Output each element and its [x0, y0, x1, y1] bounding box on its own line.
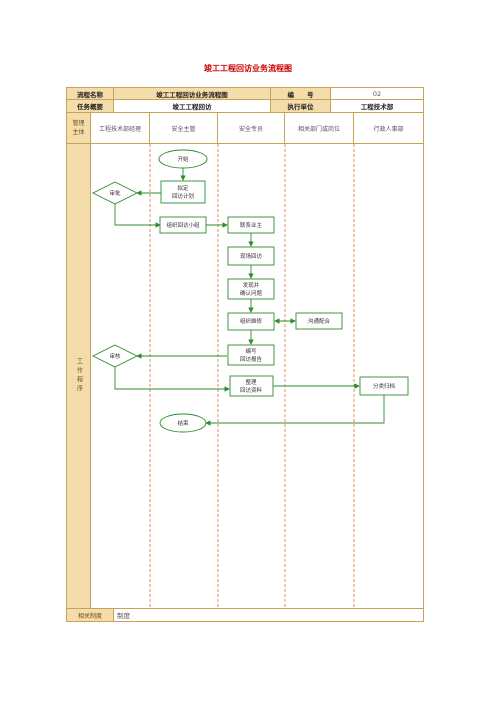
lane-header-tech-manager: 工程技术部经理	[91, 113, 150, 144]
node-find-issues-line2: 确认问题	[240, 289, 263, 297]
number-value: 02	[331, 87, 424, 100]
lane-header-safety-supervisor: 安全主管	[150, 113, 218, 144]
task-label: 任务概要	[66, 100, 114, 113]
node-draft-plan: 拟定 回访计划	[160, 180, 206, 204]
node-start-text: 开始	[177, 155, 189, 163]
work-procedure-text: 工作程序	[75, 358, 83, 394]
lane-header-hr-admin: 行政人事部	[354, 113, 424, 144]
footer-value-text: 制度	[117, 612, 130, 620]
node-organize-repair-text: 组织维修	[240, 317, 263, 325]
number-label: 编 号	[271, 87, 331, 100]
node-review-text: 审核	[109, 352, 121, 360]
node-approve: 审批	[91, 181, 139, 205]
lane-header-safety-specialist: 安全专员	[218, 113, 285, 144]
node-organize-materials: 整理 回访资料	[229, 375, 274, 397]
node-contact-owner: 联系业主	[227, 216, 275, 234]
lane-header-related-dept: 相关部门或岗位	[285, 113, 354, 144]
footer-label: 相关制度	[66, 609, 114, 622]
node-start: 开始	[158, 149, 208, 169]
node-write-report: 编写 回访报告	[227, 344, 275, 366]
node-coordinate-text: 沟通配合	[308, 317, 331, 325]
exec-unit-label: 执行单位	[271, 100, 331, 113]
work-procedure-label: 工作程序	[66, 144, 91, 609]
node-write-report-line1: 编写	[245, 347, 257, 355]
node-review: 审核	[91, 344, 139, 368]
node-contact-owner-text: 联系业主	[240, 221, 263, 229]
flow-area	[91, 144, 424, 609]
node-site-visit: 现场回访	[227, 246, 275, 266]
node-form-team: 组织回访小组	[159, 216, 207, 234]
node-archive: 分类归档	[359, 376, 409, 396]
page-title: 竣工工程回访业务流程图	[204, 64, 292, 73]
footer-value: 制度	[114, 609, 424, 622]
node-end-text: 结束	[177, 419, 189, 427]
task-value: 竣工工程回访	[114, 100, 271, 113]
node-write-report-line2: 回访报告	[240, 355, 263, 363]
node-archive-text: 分类归档	[373, 382, 396, 390]
node-site-visit-text: 现场回访	[240, 252, 263, 260]
node-organize-materials-line2: 回访资料	[240, 386, 263, 394]
lane-dividers	[149, 144, 355, 609]
node-find-issues-line1: 发现并	[243, 281, 260, 289]
node-find-issues: 发现并 确认问题	[227, 278, 275, 300]
process-name-value: 竣工工程回访业务流程图	[114, 87, 271, 100]
connectors	[114, 168, 385, 426]
node-organize-repair: 组织维修	[227, 312, 275, 331]
node-draft-plan-line1: 拟定	[177, 184, 189, 192]
process-name-label: 流程名称	[66, 87, 114, 100]
node-form-team-text: 组织回访小组	[166, 221, 200, 229]
node-end: 结束	[159, 413, 207, 433]
exec-unit-value: 工程技术部	[331, 100, 424, 113]
node-coordinate: 沟通配合	[295, 312, 343, 330]
node-approve-text: 审批	[109, 189, 121, 197]
node-organize-materials-line1: 整理	[245, 378, 257, 386]
node-draft-plan-line2: 回访计划	[172, 192, 194, 200]
subject-label: 管理主体	[66, 113, 91, 144]
